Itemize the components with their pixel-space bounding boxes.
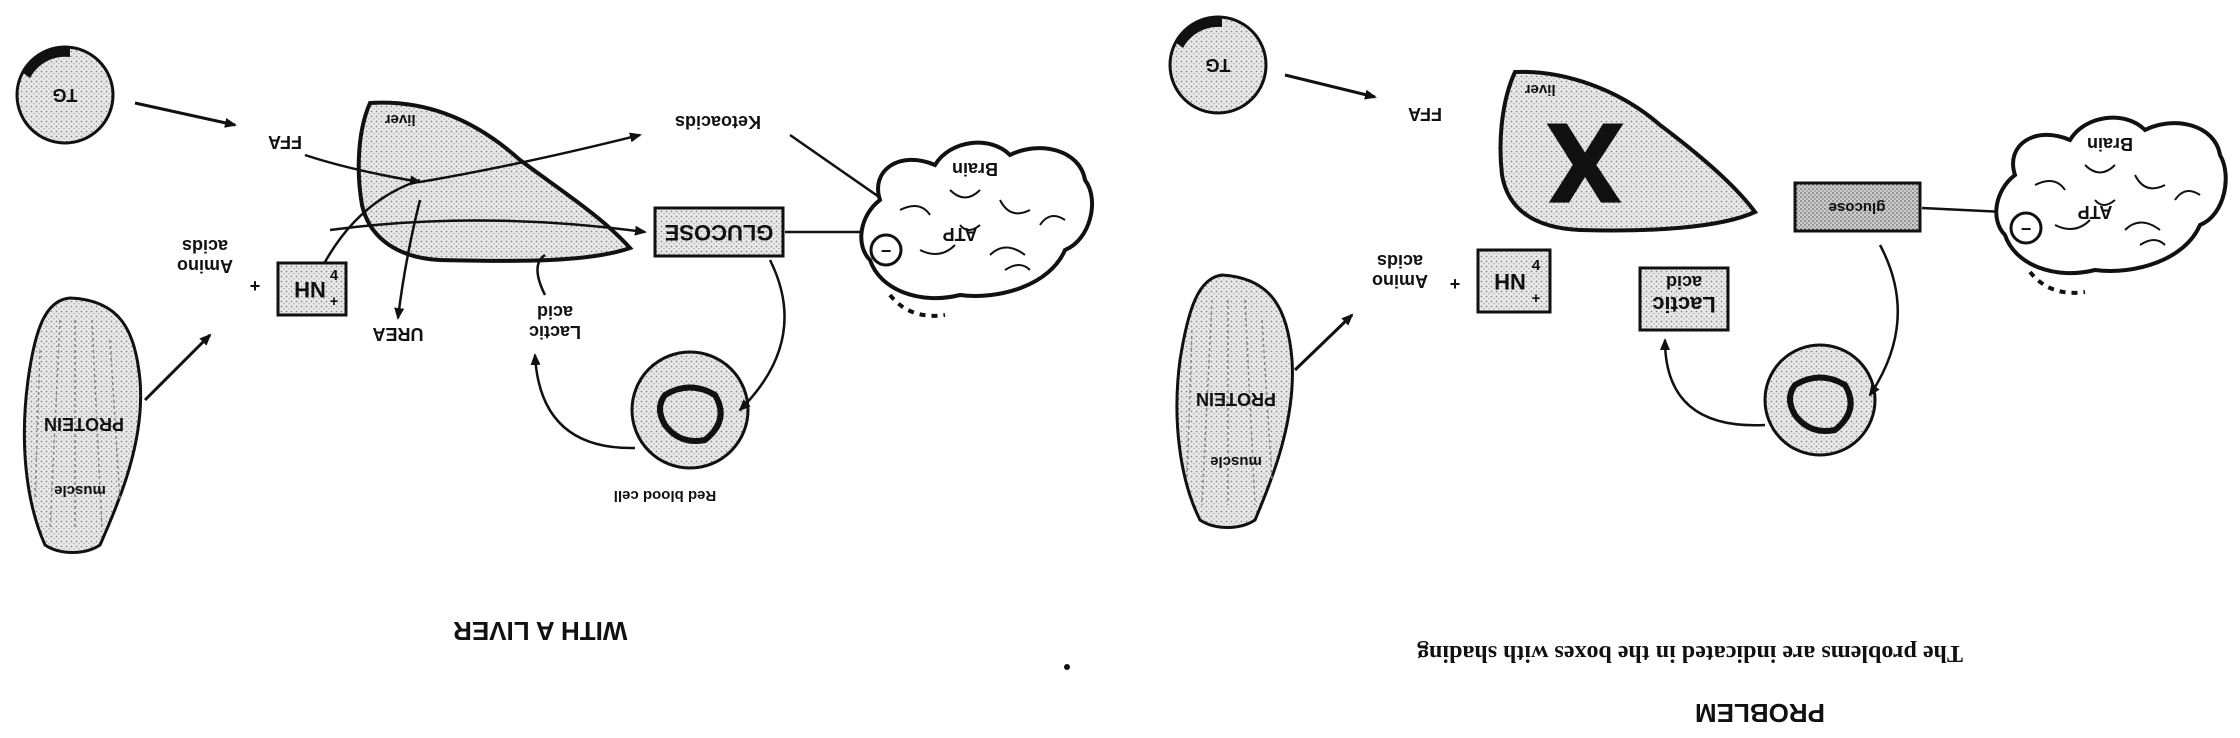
- title-problem: PROBLEM: [1695, 698, 1825, 728]
- urea-label: UREA: [372, 324, 423, 344]
- title-with-a-liver: WITH A LIVER: [453, 616, 628, 646]
- red-blood-cell-left: Red blood cell: [614, 350, 750, 504]
- lactic-label-right: Lactic: [1652, 292, 1716, 317]
- muscle-label: muscle: [54, 482, 106, 499]
- muscle-right: PROTEIN muscle: [1175, 273, 1294, 529]
- nh-sup-right: +: [1532, 290, 1541, 307]
- glucose-to-rbc-arrow-right: [1868, 244, 1900, 397]
- dotted-arc: [888, 293, 946, 318]
- liver-left: liver: [356, 100, 634, 263]
- muscle-to-amino-arrow-right: [1293, 313, 1354, 372]
- brain-label: Brain: [952, 159, 998, 179]
- tg-to-ffa-arrow-right: [1284, 73, 1377, 100]
- acid-label: acid: [537, 302, 573, 322]
- atp-label-right: ATP: [2078, 202, 2113, 222]
- muscle-label-right: muscle: [1210, 453, 1262, 470]
- inhibition-circle-right: [2009, 211, 2043, 245]
- glucose-to-rbc-arrow: [738, 259, 786, 412]
- ffa-label: FFA: [268, 132, 302, 152]
- plus-label: +: [250, 276, 261, 296]
- glucose-label: GLUCOSE: [665, 220, 774, 245]
- protein-label: PROTEIN: [44, 414, 124, 434]
- brain-label-right: Brain: [2087, 134, 2133, 154]
- liver-to-urea-arrow: [394, 199, 422, 320]
- tg-sphere-left: TG: [15, 45, 115, 145]
- protein-label-right: PROTEIN: [1196, 389, 1276, 409]
- tg-sphere-right: TG: [1168, 15, 1268, 115]
- problem-caption: The problems are indicated in the boxes …: [1417, 640, 1963, 666]
- brain-left: Brain ATP −: [859, 140, 1095, 318]
- tg-label: TG: [53, 85, 78, 105]
- dotted-arc-right: [2028, 270, 2086, 295]
- left-panel: TG FFA liver Ketoacids GLUCOSE Brain ATP…: [15, 45, 1095, 670]
- tg-label-right: TG: [1206, 55, 1231, 75]
- nh-sub-right: 4: [1532, 257, 1541, 274]
- right-panel: TG FFA liver X glucose Brain ATP − Amino: [1168, 15, 2228, 728]
- rbc-to-lactic-arrow-right: [1660, 338, 1766, 427]
- lactic-label: Lactic: [529, 322, 581, 342]
- liver-label: liver: [385, 111, 416, 128]
- nh4-to-liver-line: [323, 178, 421, 263]
- tg-to-ffa-arrow: [134, 101, 237, 128]
- nh4-box-right: NH 4 +: [1476, 248, 1552, 314]
- atp-label: ATP: [943, 224, 978, 244]
- nh-label: NH: [294, 277, 326, 302]
- ketoacids-label: Ketoacids: [675, 112, 761, 132]
- minus-sign-right: −: [2021, 219, 2032, 239]
- brain-right: Brain ATP −: [1994, 115, 2228, 295]
- liver-label-right: liver: [1525, 81, 1556, 98]
- ffa-label-right: FFA: [1408, 104, 1442, 124]
- plus-label-right: +: [1450, 274, 1461, 294]
- lactic-box-right: Lactic acid: [1638, 266, 1730, 332]
- stray-dot: [1064, 664, 1070, 670]
- glucose-label-right: glucose: [1829, 199, 1886, 216]
- nh-sup: +: [330, 293, 339, 310]
- nh-sub: 4: [330, 267, 339, 284]
- amino-label: Amino: [177, 256, 233, 276]
- amino-label-right: Amino: [1372, 271, 1428, 291]
- lactic-to-liver-line: [536, 253, 547, 296]
- red-blood-cell-right: [1763, 343, 1877, 457]
- acid-label-right: acid: [1666, 272, 1702, 292]
- inhibition-circle: [869, 233, 903, 267]
- x-mark: X: [1548, 101, 1621, 224]
- muscle-left: PROTEIN muscle: [22, 296, 143, 554]
- nh4-box-left: NH 4 +: [276, 261, 348, 317]
- ffa-to-liver-arrow: [304, 153, 422, 186]
- acids-label: acids: [182, 236, 228, 256]
- muscle-to-amino-arrow: [143, 333, 212, 402]
- liver-right: liver X: [1498, 69, 1759, 233]
- minus-sign: −: [881, 241, 892, 261]
- nh-label-right: NH: [1494, 269, 1526, 294]
- liver-to-ketoacids-arrow: [419, 132, 642, 184]
- rbc-to-lactic-arrow: [530, 353, 636, 450]
- acids-label-right: acids: [1377, 251, 1423, 271]
- rbc-label: Red blood cell: [614, 487, 717, 504]
- glucose-box-left: GLUCOSE: [653, 206, 785, 258]
- glucose-box-right: glucose: [1793, 181, 1922, 233]
- liver-to-glucose-arrow: [329, 219, 647, 236]
